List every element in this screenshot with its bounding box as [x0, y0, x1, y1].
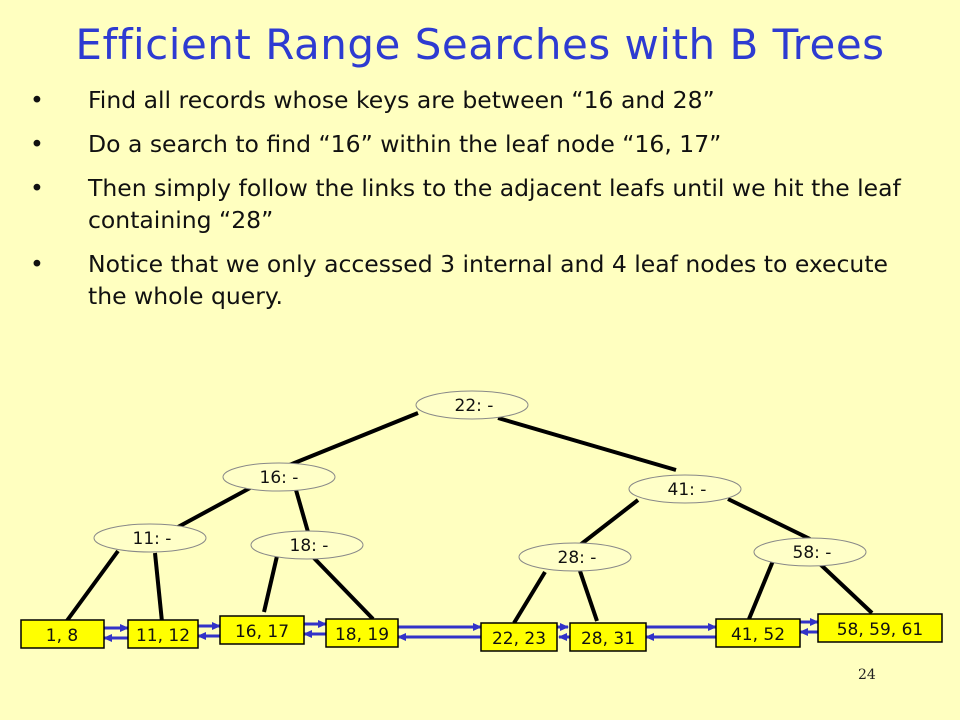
tree-edge [727, 497, 811, 541]
bullet-glyph: • [30, 250, 44, 278]
bullet-item: • Then simply follow the links to the adj… [30, 172, 930, 236]
internal-node-label: 28: - [558, 548, 597, 568]
bullet-glyph: • [30, 174, 44, 202]
internal-node-label: 18: - [290, 536, 329, 556]
tree-edge [281, 411, 419, 470]
tree-edge [177, 486, 251, 529]
leaf-links [103, 618, 819, 642]
bullet-list: • Find all records whose keys are between… [30, 84, 930, 324]
bullet-text: Find all records whose keys are between … [88, 86, 715, 114]
leaf-node: 22, 23 [480, 622, 558, 652]
internal-node-label: 16: - [260, 468, 299, 488]
bullet-text: Do a search to find “16” within the leaf… [88, 130, 722, 158]
internal-node: 11: - [93, 523, 207, 553]
leaf-node: 1, 8 [20, 619, 105, 649]
internal-node: 16: - [222, 462, 336, 492]
bullet-text: Notice that we only accessed 3 internal … [88, 250, 888, 310]
leaf-node: 18, 19 [325, 618, 399, 648]
leaf-node-label: 28, 31 [581, 629, 635, 649]
internal-node: 41: - [628, 474, 742, 504]
leaf-node-label: 41, 52 [731, 625, 785, 645]
tree-edge [747, 555, 777, 620]
leaf-node: 16, 17 [219, 615, 305, 645]
tree-edge [294, 489, 310, 533]
leaf-node: 41, 52 [715, 618, 801, 648]
leaf-node-label: 1, 8 [46, 626, 78, 646]
bullet-text: Then simply follow the links to the adja… [88, 174, 901, 234]
tree-edge [512, 570, 547, 625]
tree-edge [262, 555, 279, 613]
bullet-item: • Notice that we only accessed 3 internal… [30, 248, 930, 312]
tree-edge [578, 570, 599, 622]
internal-node-label: 22: - [455, 396, 494, 416]
leaf-node-label: 22, 23 [492, 629, 546, 649]
tree-edge [310, 554, 375, 621]
internal-node-label: 11: - [133, 529, 172, 549]
tree-edge [818, 562, 874, 615]
internal-node-label: 41: - [668, 480, 707, 500]
tree-edge [578, 498, 640, 547]
internal-node: 22: - [415, 390, 529, 420]
tree-edge [497, 416, 677, 472]
tree-edges [64, 411, 874, 625]
slide-number: 24 [858, 667, 876, 683]
slide-title: Efficient Range Searches with B Trees [75, 20, 885, 69]
bullet-glyph: • [30, 86, 44, 114]
leaf-node-label: 11, 12 [136, 626, 190, 646]
bullet-item: • Do a search to find “16” within the lea… [30, 128, 930, 160]
internal-node: 18: - [250, 530, 364, 560]
leaf-node-label: 16, 17 [235, 622, 289, 642]
internal-node: 28: - [518, 542, 632, 572]
leaf-node: 28, 31 [569, 622, 647, 652]
tree-edge [64, 549, 120, 624]
internal-node-label: 58: - [793, 543, 832, 563]
leaf-node: 11, 12 [127, 619, 199, 649]
leaf-node-label: 18, 19 [335, 625, 389, 645]
internal-node: 58: - [753, 537, 867, 567]
bullet-item: • Find all records whose keys are between… [30, 84, 930, 116]
tree-edge [153, 552, 164, 623]
leaf-node-label: 58, 59, 61 [837, 620, 924, 640]
bullet-glyph: • [30, 130, 44, 158]
leaf-node: 58, 59, 61 [817, 613, 943, 643]
